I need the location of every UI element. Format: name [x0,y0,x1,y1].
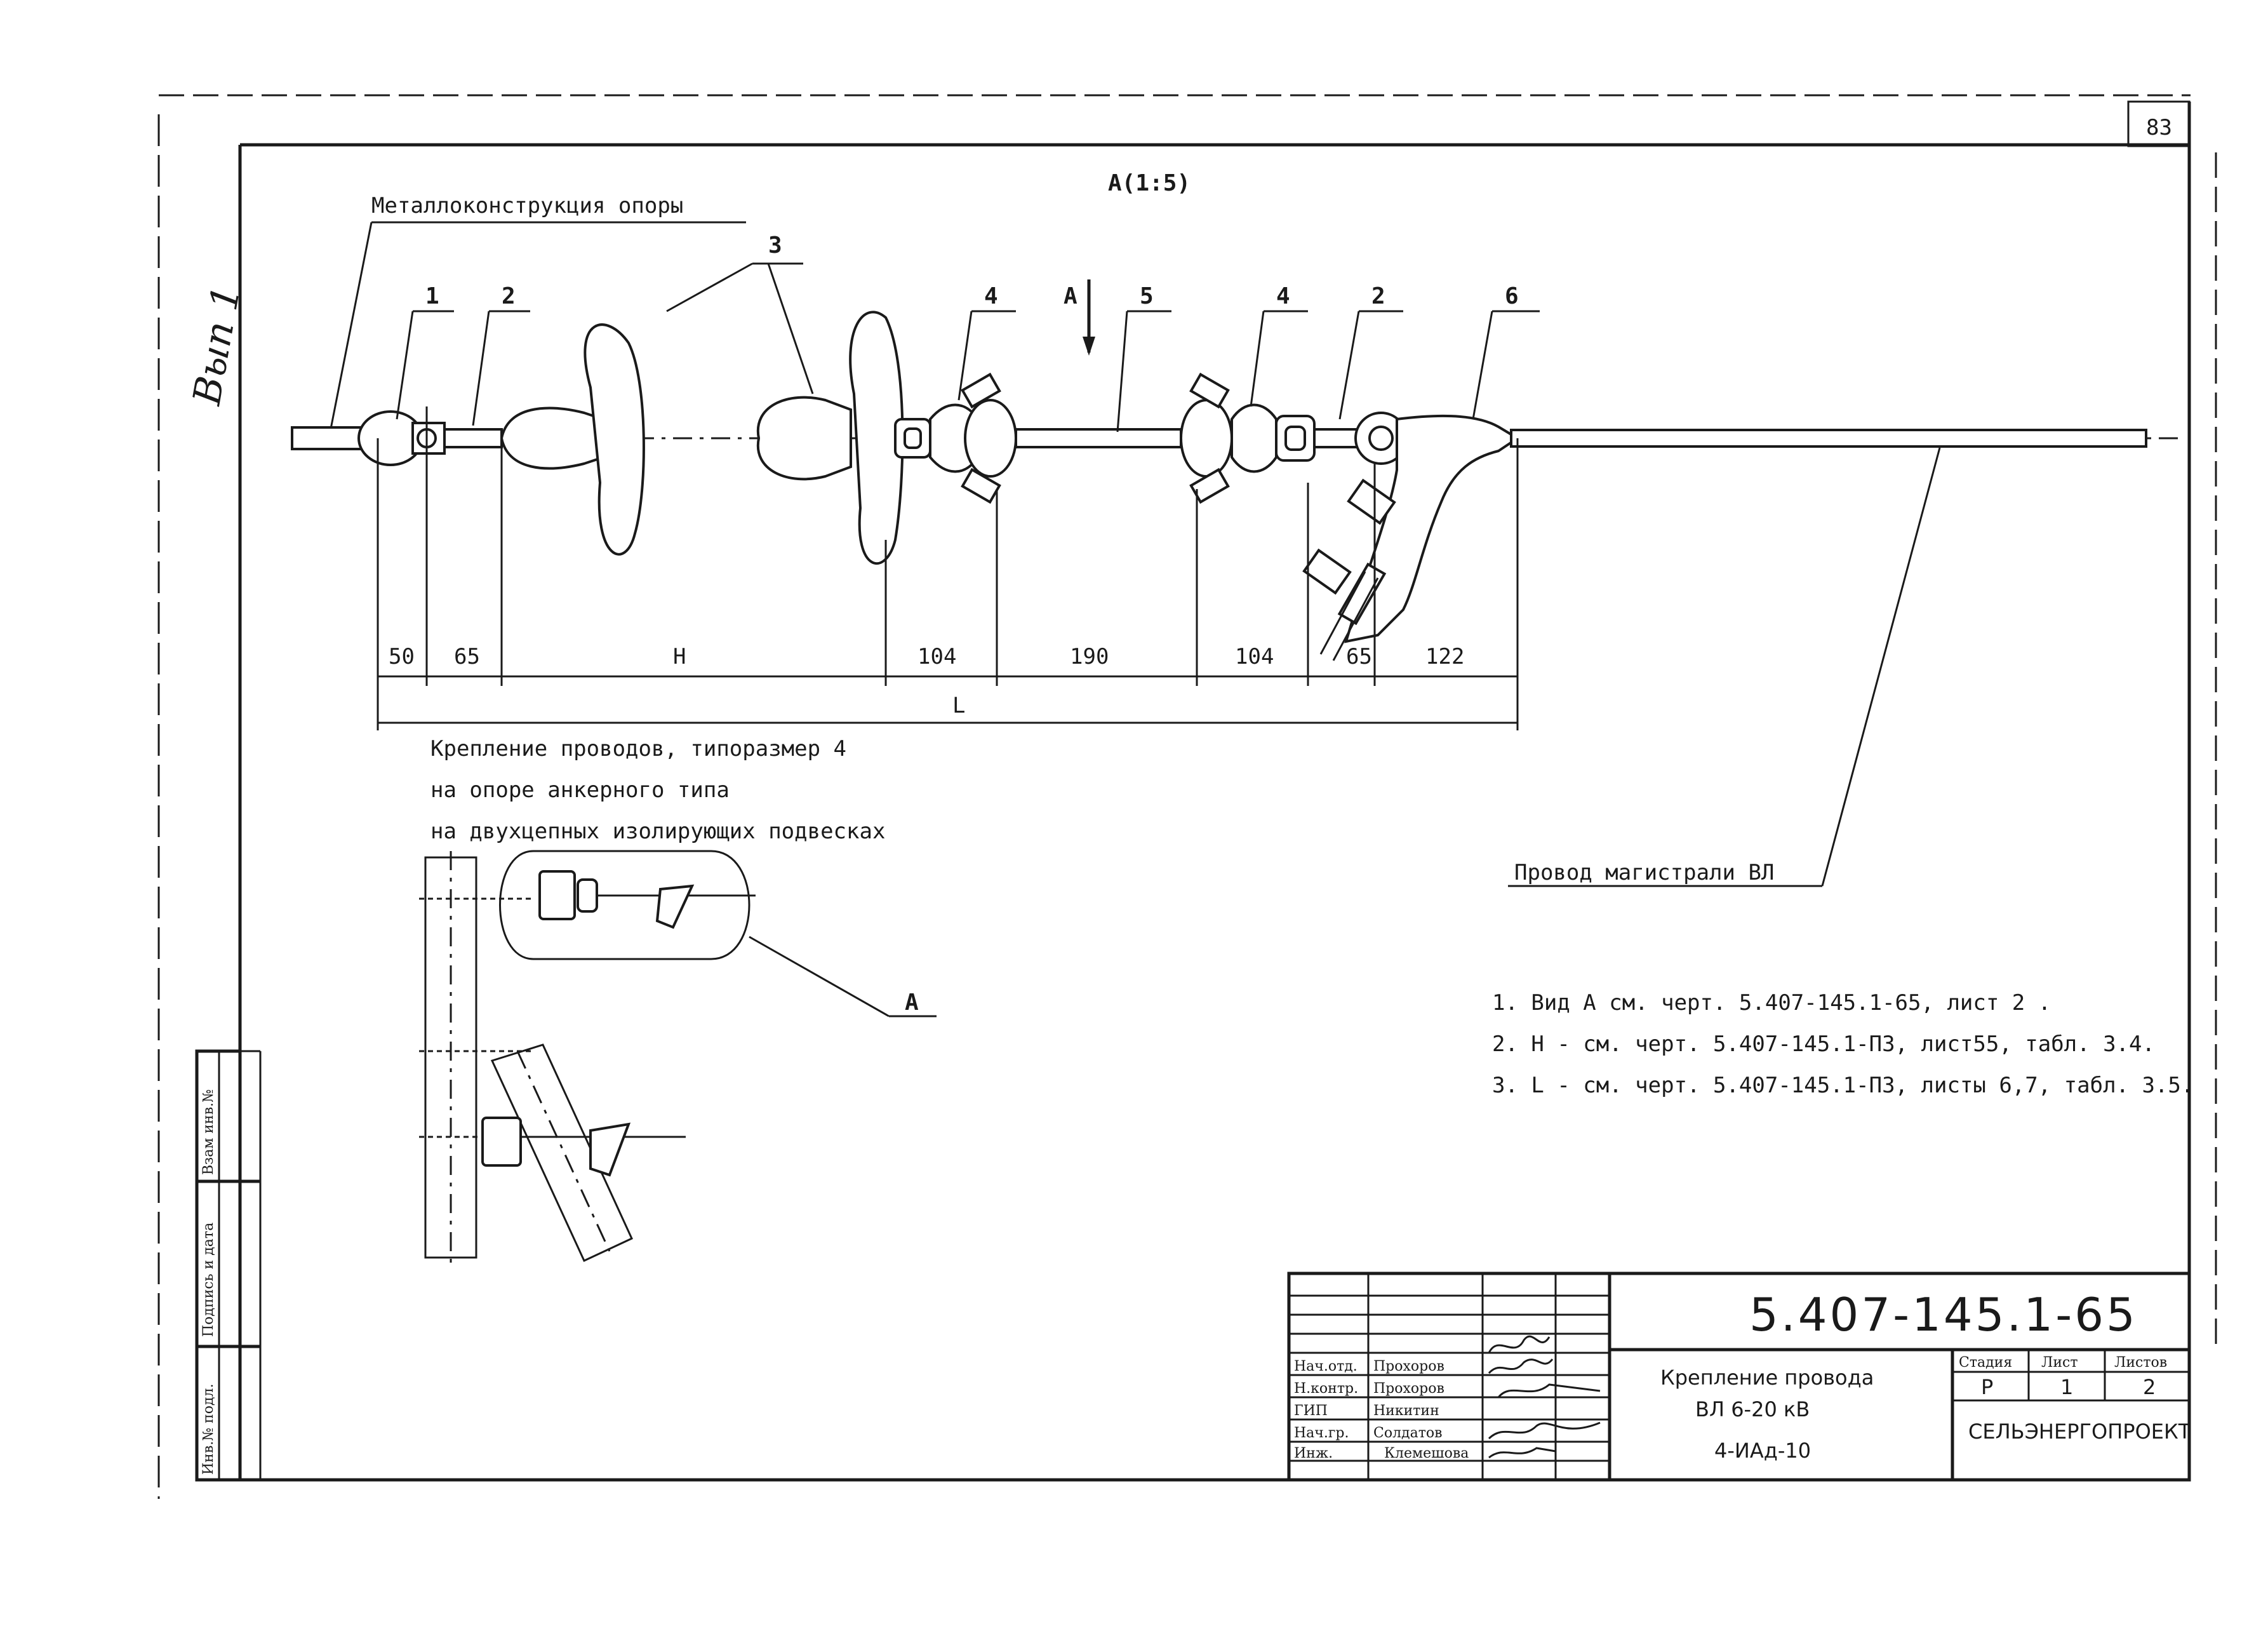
role-2: Н.контр. [1294,1381,1358,1397]
name-4: Солдатов [1373,1425,1443,1441]
sheets-header: Листов [2114,1355,2167,1371]
view-title: А(1:5) [1108,170,1191,196]
structure-label: Металлоконструкция опоры [371,193,683,218]
role-5: Инж. [1294,1446,1333,1461]
detail-pole-sketch [419,850,937,1264]
side-stamp-field-3: Инв.№ подл. [201,1384,217,1475]
wire-label-leader [1821,447,1941,887]
organization-name: СЕЛЬЭНЕРГОПРОЕКТ [1968,1420,2191,1444]
title-block-grid [1287,1272,2191,1482]
insulator-disc-1 [584,323,645,556]
document-title-line-2: ВЛ 6-20 кВ [1695,1397,1810,1421]
detail-caption-line-1: Крепление проводов, типоразмер 4 [430,736,846,762]
dim-h: Н [673,644,686,669]
role-1: Нач.отд. [1294,1359,1357,1374]
dim-65-right: 65 [1346,644,1372,669]
dim-190: 190 [1070,644,1109,669]
callout-leaders [396,262,1540,433]
role-3: ГИП [1294,1403,1328,1419]
side-stamp-field-1: Взам инв.№ [201,1089,217,1175]
document-title-line-1: Крепление провода [1660,1366,1874,1390]
side-stamp [195,1049,262,1482]
note-3: 3. L - см. черт. 5.407-145.1-ПЗ, листы 6… [1492,1073,2194,1098]
structure-leader-arrow [329,222,373,433]
dim-104-right: 104 [1235,644,1274,669]
sheet-header: Лист [2041,1355,2078,1371]
detail-caption-line-3: на двухцепных изолирующих подвесках [430,819,885,844]
role-4: Нач.гр. [1294,1425,1349,1441]
section-marker: А [1064,283,1077,309]
note-1: 1. Вид А см. черт. 5.407-145.1-65, лист … [1492,990,2051,1016]
name-5: Клемешова [1384,1446,1469,1461]
callout-3: 3 [768,232,782,258]
sheet-value: 1 [2060,1375,2073,1399]
insulator-cap-1 [500,406,604,470]
callout-1: 1 [425,283,439,309]
dim-104-left: 104 [917,644,956,669]
yoke-part-4-left [894,372,1017,504]
callout-6: 6 [1505,283,1519,309]
name-1: Прохоров [1373,1359,1444,1374]
callout-2: 2 [502,283,516,309]
signature-marks [1488,1335,1601,1459]
dim-122: 122 [1425,644,1464,669]
name-2: Прохоров [1373,1381,1444,1397]
stage-header: Стадия [1959,1355,2012,1371]
callout-5: 5 [1140,283,1154,309]
section-arrowhead [1083,337,1095,356]
yoke-part-4-right [1180,372,1316,504]
insulator-disc-2 [849,311,904,565]
name-3: Никитин [1373,1403,1439,1419]
main-line-wire [1510,429,2147,448]
side-stamp-field-2: Подпись и дата [201,1223,217,1337]
shackle-part-1 [357,406,446,473]
wire-label: Провод магистрали ВЛ [1514,860,1774,885]
callout-2-right: 2 [1371,283,1385,309]
dim-overall-l: L [952,693,965,718]
callout-4-left: 4 [984,283,998,309]
drawing-id: 4-ИАд-10 [1714,1439,1811,1463]
tension-clamp-part-6 [1302,412,1520,661]
detail-view-marker: А [905,990,919,1016]
document-code: 5.407-145.1-65 [1749,1288,2138,1341]
dim-50: 50 [389,644,415,669]
stage-value: Р [1981,1375,1993,1399]
sheets-value: 2 [2143,1375,2156,1399]
dimension-lines [377,438,1519,730]
detail-caption-line-2: на опоре анкерного типа [430,777,730,803]
turnbuckle-rod-part-5 [1015,428,1182,448]
eye-link-part-2 [443,428,503,448]
note-2: 2. Н - см. черт. 5.407-145.1-ПЗ, лист55,… [1492,1031,2155,1057]
callout-4-right: 4 [1276,283,1290,309]
dim-65-left: 65 [454,644,480,669]
insulator-cap-2 [756,396,852,481]
page-number: 83 [2146,115,2172,140]
eye-link-part-2-right [1313,428,1360,448]
